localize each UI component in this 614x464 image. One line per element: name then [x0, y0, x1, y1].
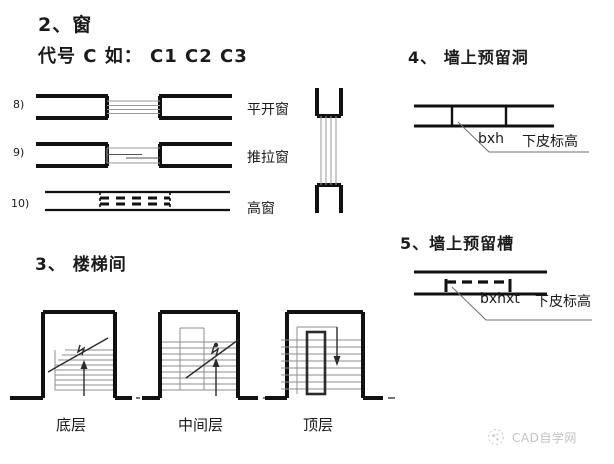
circle-dotted-logo-icon [487, 428, 505, 446]
stair-middle-floor-label: 中间层 [178, 414, 223, 435]
stair-top-floor-label-text: 顶层 [303, 416, 334, 434]
casement-window-plan-symbol [36, 92, 232, 124]
window-row-9-number: 9) [13, 146, 24, 159]
window-row-8-number-text: 8) [13, 98, 25, 111]
window-row-10-label: 高窗 [247, 198, 275, 218]
window-row-8-label: 平开窗 [247, 99, 289, 119]
stair-bottom-floor-label: 底层 [56, 414, 86, 435]
window-row-9-number-text: 9) [13, 146, 25, 159]
wall-opening-section-heading: 4、 墙上预留洞 [408, 44, 529, 68]
stairs-section-heading: 3、 楼梯间 [35, 250, 127, 275]
wall-groove-annotation-text: 下皮标高 [535, 291, 591, 311]
stair-top-floor-diagram [265, 300, 395, 405]
stairs-section-heading-text: 3、 楼梯间 [35, 255, 127, 275]
window-row-10-label-text: 高窗 [247, 201, 275, 217]
wall-opening-annotation-text-value: 下皮标高 [522, 134, 578, 150]
window-code-line: 代号 C 如： C1 C2 C3 [38, 42, 248, 68]
wall-groove-annotation-code-text: bxhxt [480, 291, 520, 307]
wall-opening-annotation-code-text: bxh [478, 131, 505, 147]
wall-groove-annotation-code: bxhxt [480, 291, 520, 307]
wall-opening-section-heading-text: 4、 墙上预留洞 [408, 48, 529, 67]
window-in-vertical-wall-symbol [312, 88, 346, 213]
stair-middle-floor-diagram [142, 300, 272, 405]
window-row-8-label-text: 平开窗 [247, 102, 289, 118]
window-row-9-label-text: 推拉窗 [247, 150, 289, 166]
wall-opening-annotation-code: bxh [478, 131, 504, 147]
window-row-10-number: 10) [11, 197, 29, 210]
wall-opening-annotation-text: 下皮标高 [522, 131, 578, 151]
window-row-9-label: 推拉窗 [247, 147, 289, 167]
stair-bottom-floor-label-text: 底层 [56, 416, 87, 434]
high-window-plan-symbol [45, 188, 230, 214]
wall-groove-annotation-text-value: 下皮标高 [535, 294, 591, 310]
watermark-text: CAD自学网 [512, 430, 577, 445]
wall-groove-diagram [414, 266, 604, 324]
window-section-heading-text: 2、窗 [38, 14, 93, 36]
window-row-8-number: 8) [13, 98, 24, 111]
window-row-10-number-text: 10) [11, 197, 30, 210]
window-code-line-text: 代号 C 如： C1 C2 C3 [38, 46, 248, 67]
window-section-heading: 2、窗 [38, 10, 92, 37]
wall-groove-section-heading-text: 5、墙上预留槽 [400, 234, 515, 253]
sliding-window-plan-symbol [36, 140, 232, 172]
stair-middle-floor-label-text: 中间层 [178, 416, 224, 434]
stair-bottom-floor-diagram [10, 300, 140, 405]
wall-groove-section-heading: 5、墙上预留槽 [400, 230, 514, 254]
stair-top-floor-label: 顶层 [303, 414, 333, 435]
wall-opening-diagram [414, 100, 604, 158]
watermark: CAD自学网 [487, 428, 577, 446]
